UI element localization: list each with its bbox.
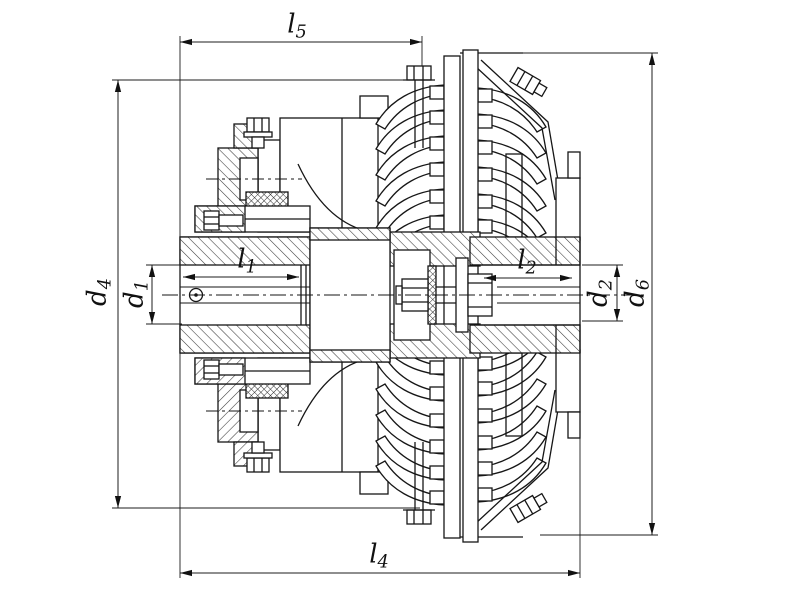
dim-label-l4: l4 <box>369 539 389 573</box>
dim-label-d1: d1 <box>119 280 153 308</box>
dim-label-d4: d4 <box>82 278 116 306</box>
dim-label-d6: d6 <box>620 279 654 307</box>
dimension-annotations <box>112 36 658 578</box>
dim-label-l2: l2 <box>517 245 537 279</box>
dim-label-l5: l5 <box>287 9 307 43</box>
dim-label-d2: d2 <box>583 279 617 307</box>
right-shaft <box>469 236 581 354</box>
shaft-and-hub-section <box>162 49 645 543</box>
dim-label-l1: l1 <box>237 244 257 278</box>
